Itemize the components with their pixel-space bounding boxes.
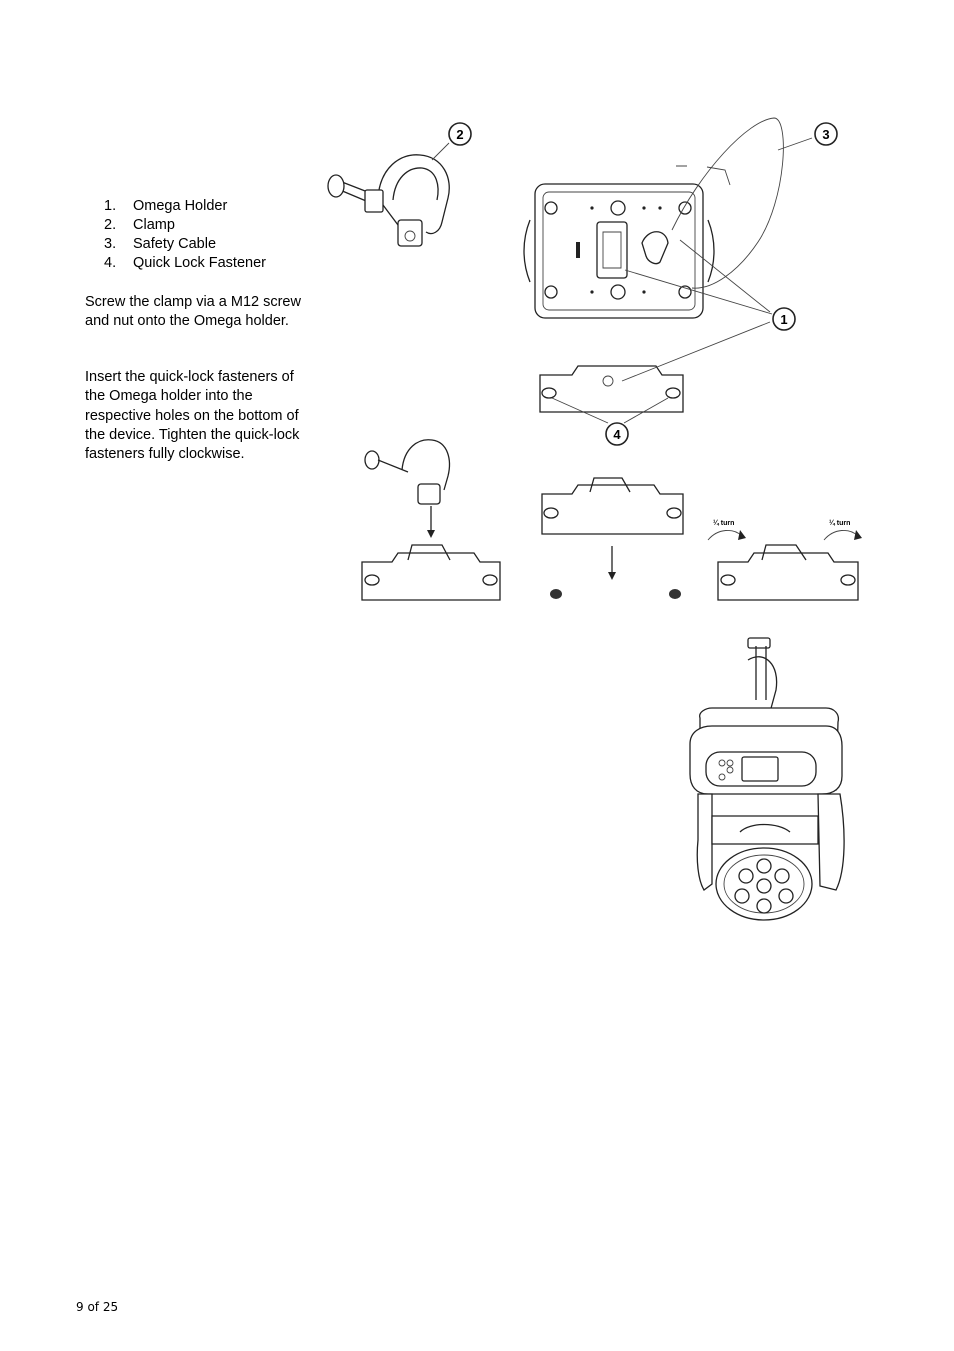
svg-text:2: 2 [456, 127, 463, 142]
safety-cable-drawing [671, 117, 813, 289]
list-number: 2. [104, 217, 117, 233]
callout-3: 3 [814, 122, 838, 146]
turn-label-left: ¼ turn [713, 519, 734, 527]
list-item: 2. Clamp [104, 216, 266, 235]
svg-text:1: 1 [780, 312, 787, 327]
svg-text:3: 3 [822, 127, 829, 142]
list-item: 1. Omega Holder [104, 197, 266, 216]
list-number: 4. [104, 255, 117, 271]
callout-2: 2 [448, 122, 472, 146]
list-label: Omega Holder [133, 198, 228, 214]
omega-holder-drawing [539, 239, 773, 424]
callout-1: 1 [772, 307, 796, 331]
turn-label-right: ¼ turn [829, 519, 850, 527]
fastener-instruction: Insert the quick-lock fasteners of the O… [85, 369, 300, 463]
list-item: 4. Quick Lock Fastener [104, 254, 266, 273]
device-bottom-drawing [523, 183, 715, 319]
list-item: 3. Safety Cable [104, 235, 266, 254]
clamp-drawing [327, 142, 450, 247]
page-number: 9 of 25 [76, 1300, 119, 1314]
clamp-instruction: Screw the clamp via a M12 screw and nut … [85, 294, 301, 330]
svg-text:4: 4 [613, 427, 621, 442]
list-label: Clamp [133, 217, 175, 233]
list-number: 1. [104, 198, 117, 214]
assembly-sequence-drawing: ¼ turn ¼ turn [361, 439, 862, 601]
list-number: 3. [104, 236, 117, 252]
list-label: Safety Cable [133, 236, 217, 252]
fixture-drawing [689, 637, 845, 921]
parts-list: 1. Omega Holder 2. Clamp 3. Safety Cable 4.… [104, 197, 266, 273]
callout-4: 4 [605, 422, 629, 446]
list-label: Quick Lock Fastener [133, 255, 266, 271]
